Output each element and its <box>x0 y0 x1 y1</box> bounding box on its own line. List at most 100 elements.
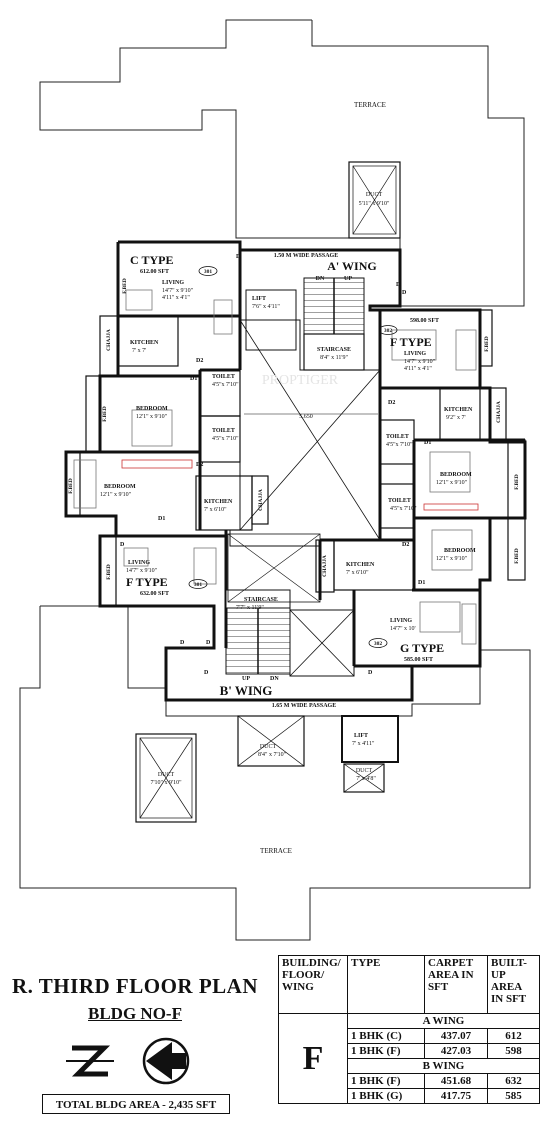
f-b-bed-label: BEDROOM <box>104 484 136 490</box>
stair-a-up: UP <box>344 276 352 282</box>
chajja-label-2: CHAJJA <box>258 489 264 511</box>
row-type: 1 BHK (F) <box>347 1043 425 1059</box>
c-toilet1-label: TOILET <box>212 374 235 380</box>
row-builtup: 585 <box>487 1088 540 1104</box>
door-mark: D <box>236 254 241 260</box>
row-type: 1 BHK (F) <box>347 1073 425 1089</box>
f-b-living-size: 14'7" x 9'10" <box>126 568 158 574</box>
row-carpet: 451.68 <box>424 1073 488 1089</box>
c-type-title: C TYPE <box>130 253 173 267</box>
g-type-flat-no: 302 <box>374 641 383 647</box>
fbed-label-2: F.BED <box>102 406 108 422</box>
f-a-bed-label: BEDROOM <box>440 472 472 478</box>
door-mark: D <box>206 640 211 646</box>
door-mark: D <box>368 670 373 676</box>
row-builtup: 598 <box>487 1043 540 1059</box>
duct-top-label: DUCT <box>366 192 383 198</box>
door-mark-d2: D2 <box>402 542 409 548</box>
fbed-label-3: F.BED <box>68 478 74 494</box>
passage-a-label: 1.50 M WIDE PASSAGE <box>274 253 338 259</box>
door-mark: D <box>180 640 185 646</box>
c-living-size: 14'7" x 9'10" <box>162 288 194 294</box>
f-b-kitchen-size: 7' x 6'10" <box>204 507 227 513</box>
b-wing-row: B WING <box>347 1058 540 1074</box>
stair-b-label: STAIRCASE <box>244 597 278 603</box>
row-carpet: 437.07 <box>424 1028 488 1044</box>
fbed-label-5: F.BED <box>484 336 490 352</box>
lift-a-size: 7'6" x 4'11" <box>252 304 280 310</box>
terrace-bottom-label: TERRACE <box>260 847 292 855</box>
row-type: 1 BHK (C) <box>347 1028 425 1044</box>
f-b-living-label: LIVING <box>128 560 150 566</box>
lift-b-size: 7' x 4'11" <box>352 741 375 747</box>
c-toilet1-size: 4'5"x 7'10" <box>212 382 239 388</box>
duct-b2 <box>237 715 305 767</box>
row-builtup: 612 <box>487 1028 540 1044</box>
f-type-a-area: 598.00 SFT <box>410 318 439 324</box>
a-wing-row: A WING <box>347 1013 540 1029</box>
f-type-a-title: F TYPE <box>390 335 432 349</box>
door-mark: D <box>204 670 209 676</box>
row-builtup: 632 <box>487 1073 540 1089</box>
c-kitchen-label: KITCHEN <box>130 340 159 346</box>
door-mark-d2: D2 <box>196 462 203 468</box>
table-row: 1 BHK (G) 417.75 585 <box>279 1088 540 1104</box>
a-wing-label: A' WING <box>327 259 376 273</box>
stair-b-size: 7'7" x 11'9" <box>236 605 264 611</box>
lift-b-block <box>341 715 399 763</box>
fbed-label-1: F.BED <box>122 278 128 294</box>
duct-b2-label: DUCT <box>260 744 277 750</box>
f-type-b-flat-no: 301 <box>194 582 203 588</box>
header-carpet: CARPET AREA IN SFT <box>424 955 488 1014</box>
stair-a-size: 8'4" x 11'9" <box>320 355 348 361</box>
stair-a-dn: DN <box>316 276 325 282</box>
c-kitchen-size: 7' x 7' <box>132 348 146 354</box>
f-type-b-title: F TYPE <box>126 575 168 589</box>
f-a-bed-size: 12'1" x 9'10" <box>436 480 468 486</box>
f-a-toilet-label: TOILET <box>386 434 409 440</box>
header-type: TYPE <box>347 955 425 1014</box>
watermark: PROPTIGER <box>262 373 339 388</box>
f-a-kitchen-label: KITCHEN <box>444 407 473 413</box>
stair-a <box>303 277 365 371</box>
b-wing-label: B' WING <box>220 683 273 698</box>
f-type-a-flat-no: 302 <box>384 328 393 334</box>
c-bed-label: BEDROOM <box>136 406 168 412</box>
stair-b-up: UP <box>242 676 250 682</box>
c-toilet2-size: 4'5"x 7'10" <box>212 436 239 442</box>
fbed-label-6: F.BED <box>514 474 520 490</box>
furniture <box>73 289 479 645</box>
c-type-area: 612.00 SFT <box>140 269 169 275</box>
door-mark-d2: D2 <box>388 400 395 406</box>
fbed-label-7: F.BED <box>514 548 520 564</box>
terrace-outline-top <box>39 19 525 307</box>
duct-b1 <box>135 733 197 823</box>
duct-top <box>348 161 401 239</box>
duct-b2-size: 8'4" x 7'10" <box>258 752 287 758</box>
lift-a-label: LIFT <box>252 296 266 302</box>
row-carpet: 417.75 <box>424 1088 488 1104</box>
door-mark: D <box>402 290 407 296</box>
c-toilet2-label: TOILET <box>212 428 235 434</box>
north-arrow-icon <box>66 1037 190 1085</box>
duct-b1-label: DUCT <box>158 772 175 778</box>
door-mark-d2: D2 <box>196 358 203 364</box>
chajja-label-3: CHAJJA <box>322 555 328 577</box>
door-mark: D <box>120 542 125 548</box>
bldg-letter: F <box>278 1013 348 1104</box>
g-kitchen-label: KITCHEN <box>346 562 375 568</box>
table-row: 1 BHK (C) 437.07 612 <box>279 1028 540 1044</box>
f-type-b-area: 632.00 SFT <box>140 591 169 597</box>
f-a-toilet-size: 4'5"x 7'10" <box>386 442 413 448</box>
table-row: 1 BHK (F) 427.03 598 <box>279 1043 540 1059</box>
stair-b <box>225 589 291 675</box>
duct-b3 <box>343 763 385 793</box>
c-living-size2: 4'11" x 4'1" <box>162 295 190 301</box>
c-living-label: LIVING <box>162 280 184 286</box>
header-bldg: BUILDING/ FLOOR/ WING <box>278 955 348 1014</box>
door-mark-d1: D1 <box>158 516 165 522</box>
door-mark-d1: D1 <box>190 376 197 382</box>
chajja-label-1: CHAJJA <box>106 329 112 351</box>
duct-top-size: 5'11" x 9'10" <box>359 201 390 207</box>
duct-b1-size: 7'10" x 9'10" <box>150 780 182 786</box>
